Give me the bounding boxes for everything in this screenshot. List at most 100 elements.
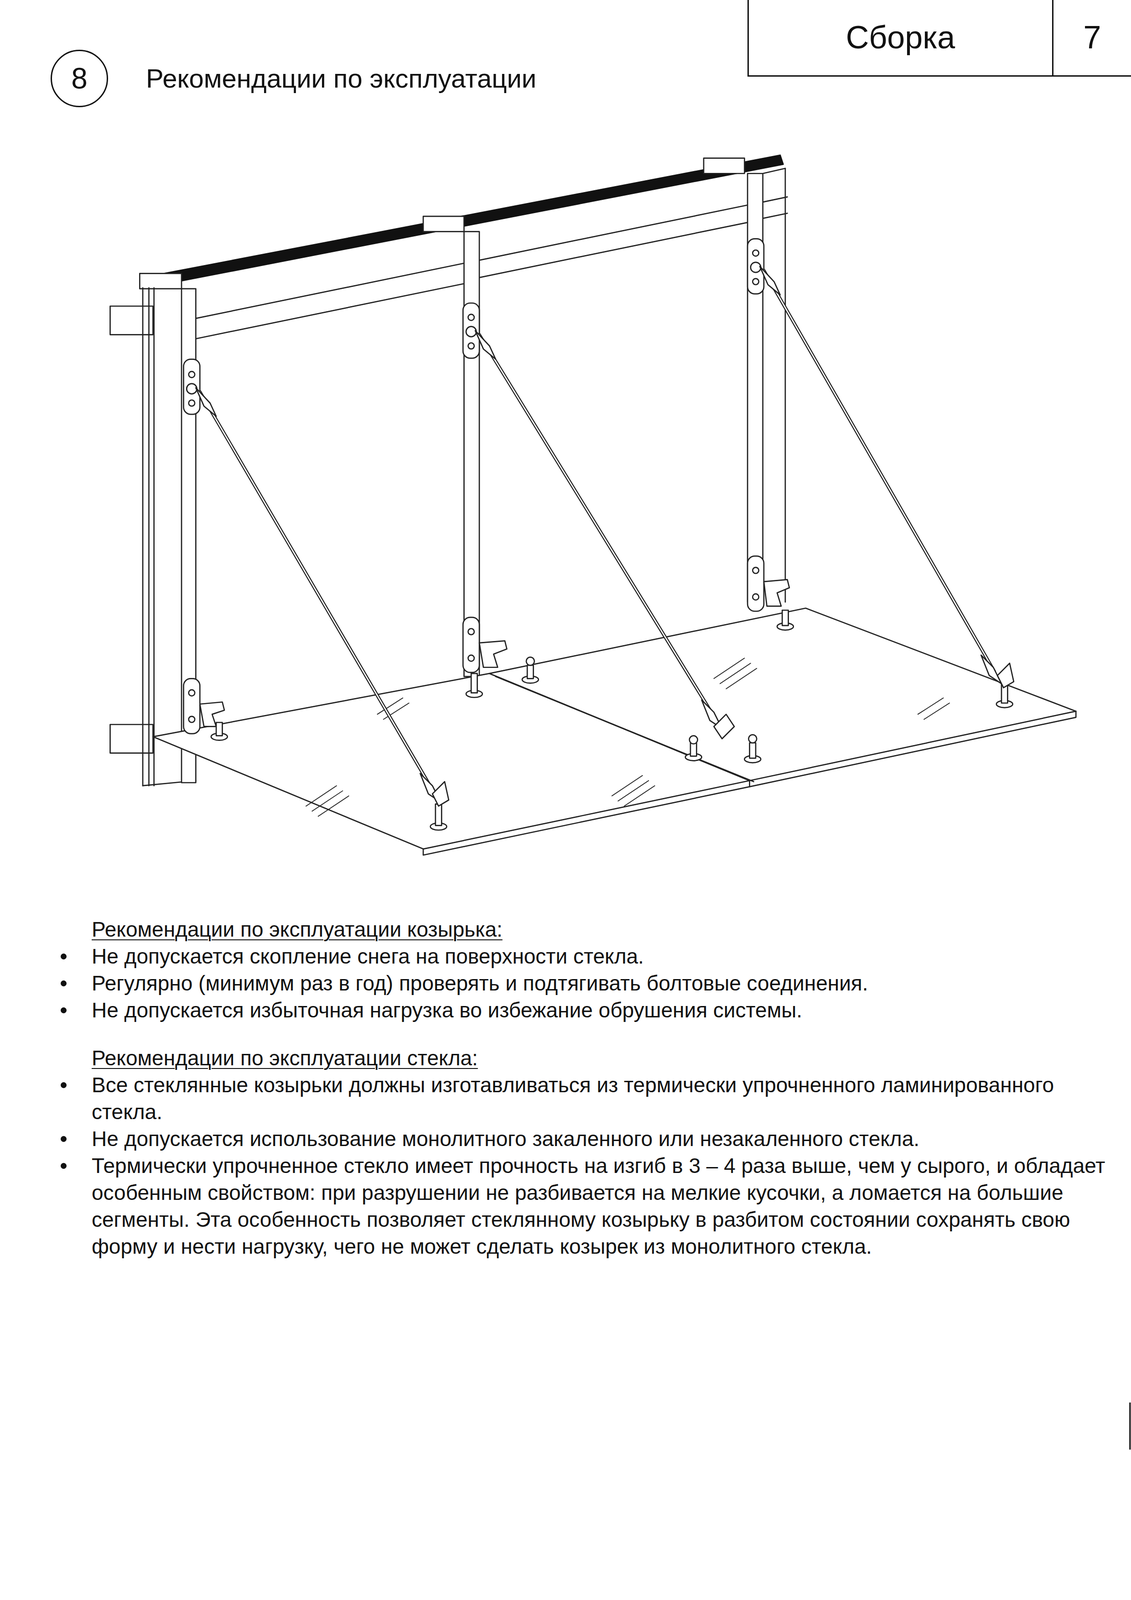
node-text: Сборка (845, 20, 956, 56)
upper-brackets-part (467, 342, 474, 349)
wall-frame-part (139, 273, 182, 289)
lower-brackets-part (747, 555, 764, 612)
section-subheading: Рекомендации по эксплуатации стекла: (91, 1044, 1118, 1072)
wall-frame-part (463, 231, 480, 677)
page-edge-mark-part (1129, 1402, 1131, 1449)
upper-brackets-part (183, 358, 201, 415)
lower-brackets (183, 555, 790, 734)
lower-brackets-part (479, 640, 507, 668)
bullet-dot (60, 953, 67, 960)
glass-panels-part (423, 780, 750, 855)
section-title: Рекомендации по эксплуатации (145, 63, 537, 94)
upper-brackets-part (188, 371, 195, 378)
glass-reflection-part (617, 780, 649, 801)
glass-fixings-part (216, 722, 223, 736)
lower-brackets-part (467, 654, 474, 661)
upper-brackets-part (466, 326, 477, 337)
page-edge-mark (1129, 1402, 1131, 1449)
glass-fixings-part (527, 664, 534, 679)
wall-frame-part (479, 222, 748, 278)
tension-rods-part (199, 391, 433, 790)
glass-reflection-part (306, 785, 337, 806)
tension-rods-part (199, 391, 433, 790)
bullet-item: Не допускается избыточная нагрузка во из… (91, 996, 1118, 1024)
lower-brackets-part (183, 678, 201, 734)
glass-fixings-part (749, 742, 756, 758)
bullet-item: Регулярно (минимум раз в год) проверять … (91, 969, 1118, 997)
subheading-text: Рекомендации по эксплуатации козырька: (91, 917, 503, 941)
glass-fixings-part (432, 781, 449, 806)
bullet-text: Не допускается использование монолитного… (91, 1126, 920, 1151)
glass-fixings-part (526, 656, 535, 665)
glass-fixings-part (471, 673, 478, 693)
subheading-text: Рекомендации по эксплуатации стекла: (91, 1045, 478, 1070)
wall-frame-part (423, 216, 464, 232)
step-number-circle: 8 (50, 49, 109, 108)
bullet-text: Не допускается скопление снега на поверх… (91, 944, 644, 968)
wall-frame-part (142, 155, 784, 288)
tension-rods-part (195, 387, 217, 417)
upper-brackets-part (462, 302, 480, 358)
wall-frame-part (110, 306, 154, 335)
upper-brackets (183, 238, 764, 415)
glass-fixings-part (689, 735, 698, 744)
glass-reflection-part (624, 785, 655, 806)
wall-frame-part (153, 287, 155, 786)
glass-reflection-part (612, 775, 643, 796)
bullet-item: Не допускается использование монолитного… (91, 1125, 1118, 1152)
lower-brackets-part (188, 689, 195, 696)
tension-rods (195, 266, 1002, 802)
glass-reflection-part (720, 663, 751, 684)
wall-frame-part (148, 287, 150, 786)
section-header-cell: Сборка (747, 0, 1054, 77)
text-column: Рекомендации по эксплуатации козырька: Не… (91, 915, 1118, 1260)
lower-brackets-part (763, 579, 790, 606)
bullet-text: Термически упрочненное стекло имеет проч… (91, 1153, 1106, 1258)
tension-rods-part (980, 654, 1002, 684)
bullet-text: Все стеклянные козырьки должны изготавли… (91, 1072, 1054, 1124)
lower-brackets-part (188, 715, 195, 722)
glass-panels-part (495, 676, 754, 782)
glass-fixings-part (748, 734, 757, 743)
glass-panels-part (489, 607, 1076, 781)
glass-panels-part (749, 710, 1077, 787)
bullet-dot (60, 1135, 67, 1142)
node-text: 8 (71, 62, 88, 95)
wall-frame-part (142, 287, 144, 786)
glass-panels (152, 607, 1076, 855)
bullet-dot (60, 1162, 67, 1169)
glass-reflection-part (311, 790, 343, 811)
lower-brackets-part (752, 593, 759, 600)
tension-rods-part (763, 270, 995, 672)
bullet-dot (60, 1006, 67, 1013)
glass-fixings-part (782, 609, 789, 626)
node-text: 7 (1083, 20, 1102, 56)
tension-rods-part (479, 334, 714, 716)
bullet-item: Все стеклянные козырьки должны изготавли… (91, 1071, 1118, 1126)
section-subheading: Рекомендации по эксплуатации козырька: (91, 915, 1118, 943)
wall-frame-part (195, 283, 464, 339)
wall-frame-part (747, 173, 763, 602)
glass-reflection-part (918, 697, 944, 715)
wall-frame-part (784, 168, 787, 602)
upper-brackets-part (747, 238, 764, 294)
upper-brackets-part (188, 399, 195, 406)
tension-rods-part (759, 266, 781, 296)
wall-frame-part (195, 263, 464, 319)
upper-brackets-part (750, 262, 761, 273)
bullet-item: Не допускается скопление снега на поверх… (91, 942, 1118, 970)
bullet-text: Не допускается избыточная нагрузка во из… (91, 997, 803, 1022)
glass-reflection-part (318, 795, 349, 817)
glass-fixings-part (997, 663, 1014, 688)
glass-reflection-part (923, 702, 950, 720)
upper-brackets-part (752, 278, 759, 285)
tension-rods-part (763, 270, 995, 672)
glass-reflection-part (726, 668, 757, 689)
bullet-item: Термически упрочненное стекло имеет проч… (91, 1151, 1118, 1260)
glass-fixings-part (690, 742, 697, 756)
bullet-text: Регулярно (минимум раз в год) проверять … (91, 970, 869, 995)
wall-frame-part (762, 197, 788, 203)
wall-frame-part (479, 205, 748, 261)
